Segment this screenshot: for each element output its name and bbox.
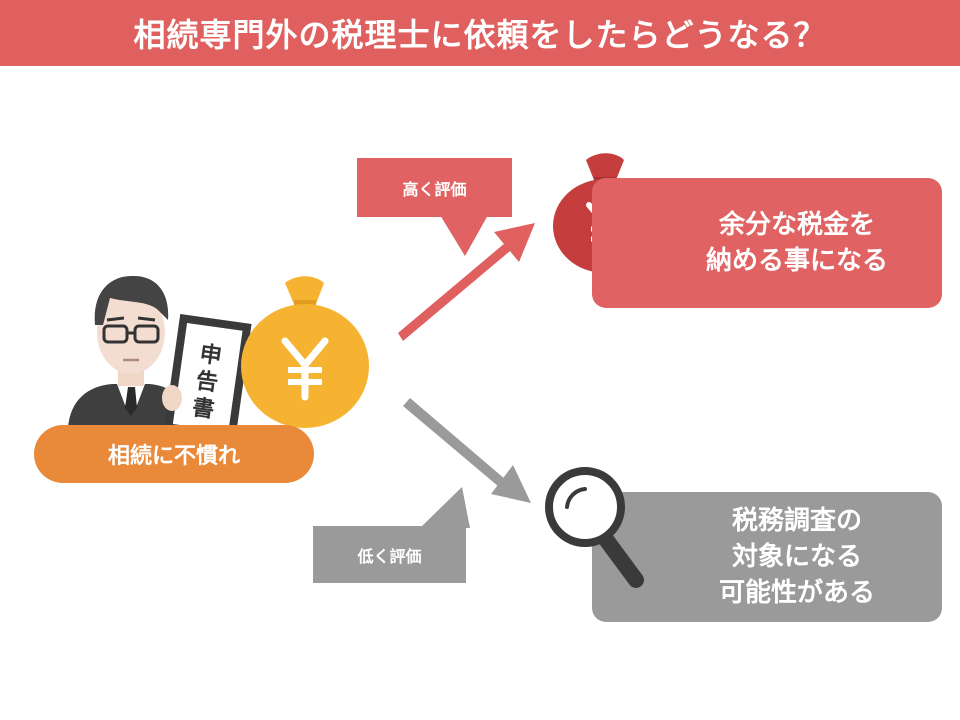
speech-bubble-low (313, 487, 470, 583)
result-low-line-2: 対象になる (731, 542, 862, 572)
speech-bubble-high (357, 158, 512, 256)
person-status-label: 相続に不慣れ (34, 425, 314, 483)
arrow-down-right (403, 398, 531, 503)
label-high-evaluation: 高く評価 (402, 179, 467, 199)
businessman-icon (68, 275, 182, 428)
result-high-line-2: 納める事になる (705, 246, 888, 276)
person-status-text: 相続に不慣れ (107, 444, 240, 469)
arrow-up-right (398, 223, 535, 341)
result-box-low: 税務調査の 対象になる 可能性がある (592, 492, 942, 622)
yen-money-bag-icon-yellow (241, 276, 369, 428)
result-low-line-3: 可能性がある (718, 578, 875, 608)
magnifying-glass-icon (545, 467, 644, 588)
yen-symbol-yellow (281, 337, 329, 401)
page-title: 相続専門外の税理士に依頼をしたらどうなる？ (133, 16, 827, 54)
document-char-3: 書 (190, 395, 216, 424)
result-low-line-1: 税務調査の (731, 506, 862, 536)
tax-return-document-icon (162, 313, 252, 441)
title-banner: 相続専門外の税理士に依頼をしたらどうなる？ (0, 0, 960, 66)
result-high-line-1: 余分な税金を (718, 210, 875, 240)
label-low-evaluation: 低く評価 (357, 546, 422, 566)
result-box-high: 余分な税金を 納める事になる (592, 178, 942, 308)
